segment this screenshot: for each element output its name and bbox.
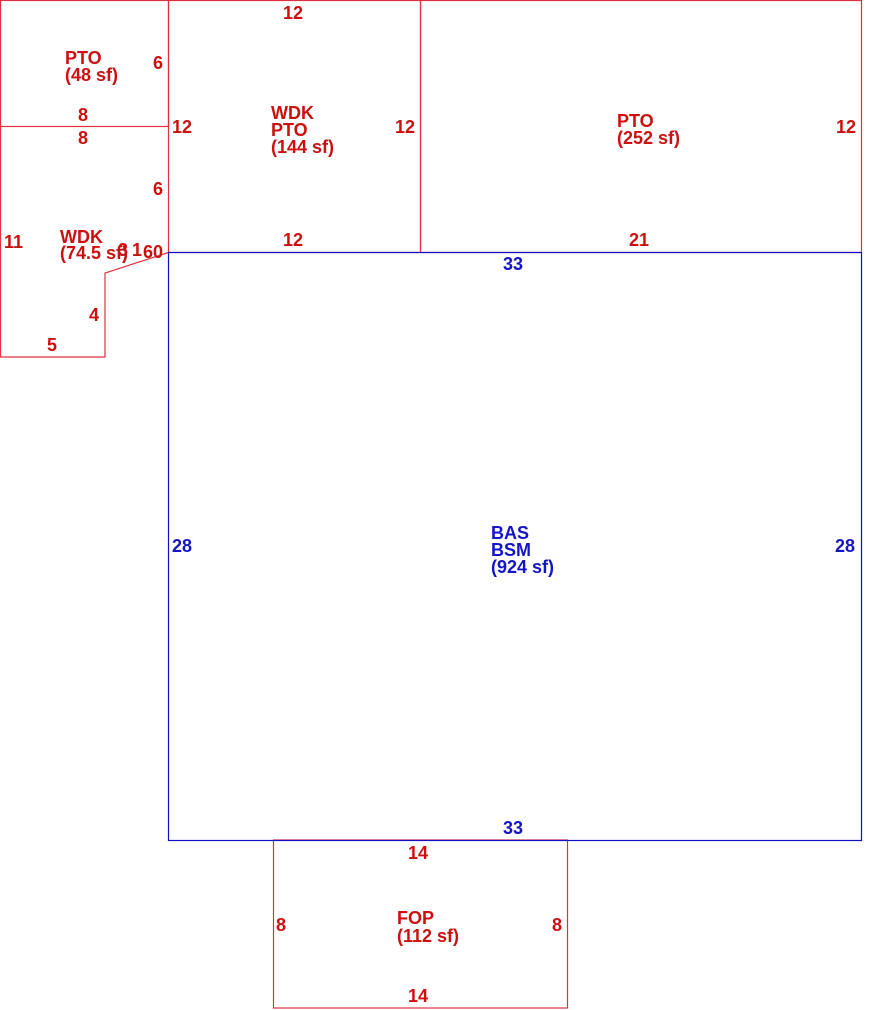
wdk-area: (74.5 sf)	[60, 243, 128, 263]
wdk-code: WDK	[60, 227, 103, 247]
bas-bsm-area: (924 sf)	[491, 557, 554, 577]
dim-pto-large-bottom: 21	[629, 230, 649, 250]
dim-fop-left: 8	[276, 915, 286, 935]
pto-large-code: PTO	[617, 111, 654, 131]
dim-pto-small-right: 6	[153, 53, 163, 73]
dim-wdk-diag-c: 6	[143, 242, 153, 262]
dim-wdk-diag-d: 0	[153, 242, 163, 262]
dim-bas-left: 28	[172, 536, 192, 556]
bsm-code: BSM	[491, 540, 531, 560]
dim-wdk-left: 11	[4, 232, 23, 252]
dim-bas-right: 28	[835, 536, 855, 556]
bas-code: BAS	[491, 523, 529, 543]
dim-wdk-diag-a: 3	[118, 240, 128, 260]
wdk-pto-code-2: PTO	[271, 120, 308, 140]
dim-pto-small-bottom: 8	[78, 105, 88, 125]
dim-wdk-diag-b: 1	[132, 240, 142, 260]
wdk-pto-code-1: WDK	[271, 103, 314, 123]
dim-bas-top: 33	[503, 254, 523, 274]
bas-bsm-outline	[167, 251, 863, 842]
dim-wdkpto-top: 12	[283, 3, 303, 23]
fop-area: (112 sf)	[397, 926, 459, 946]
dim-wdk-top: 8	[78, 128, 88, 148]
dim-wdk-right: 6	[153, 179, 163, 199]
dim-wdk-inner-vertical: 4	[89, 305, 99, 325]
dim-wdkpto-left: 12	[172, 117, 192, 137]
dim-fop-right: 8	[552, 915, 562, 935]
dim-fop-top: 14	[408, 843, 428, 863]
pto-small-code: PTO	[65, 48, 102, 68]
dim-fop-bottom: 14	[408, 986, 428, 1006]
pto-large-area: (252 sf)	[617, 128, 680, 148]
pto-small-area: (48 sf)	[65, 65, 118, 85]
dim-wdkpto-bottom: 12	[283, 230, 303, 250]
dim-pto-large-right: 12	[836, 117, 856, 137]
dim-wdkpto-right: 12	[395, 117, 415, 137]
wdk-pto-area: (144 sf)	[271, 137, 334, 157]
dim-bas-bottom: 33	[503, 818, 523, 838]
wdk-outline	[0, 126, 169, 358]
fop-code: FOP	[397, 908, 434, 928]
dim-wdk-bottom: 5	[47, 335, 57, 355]
